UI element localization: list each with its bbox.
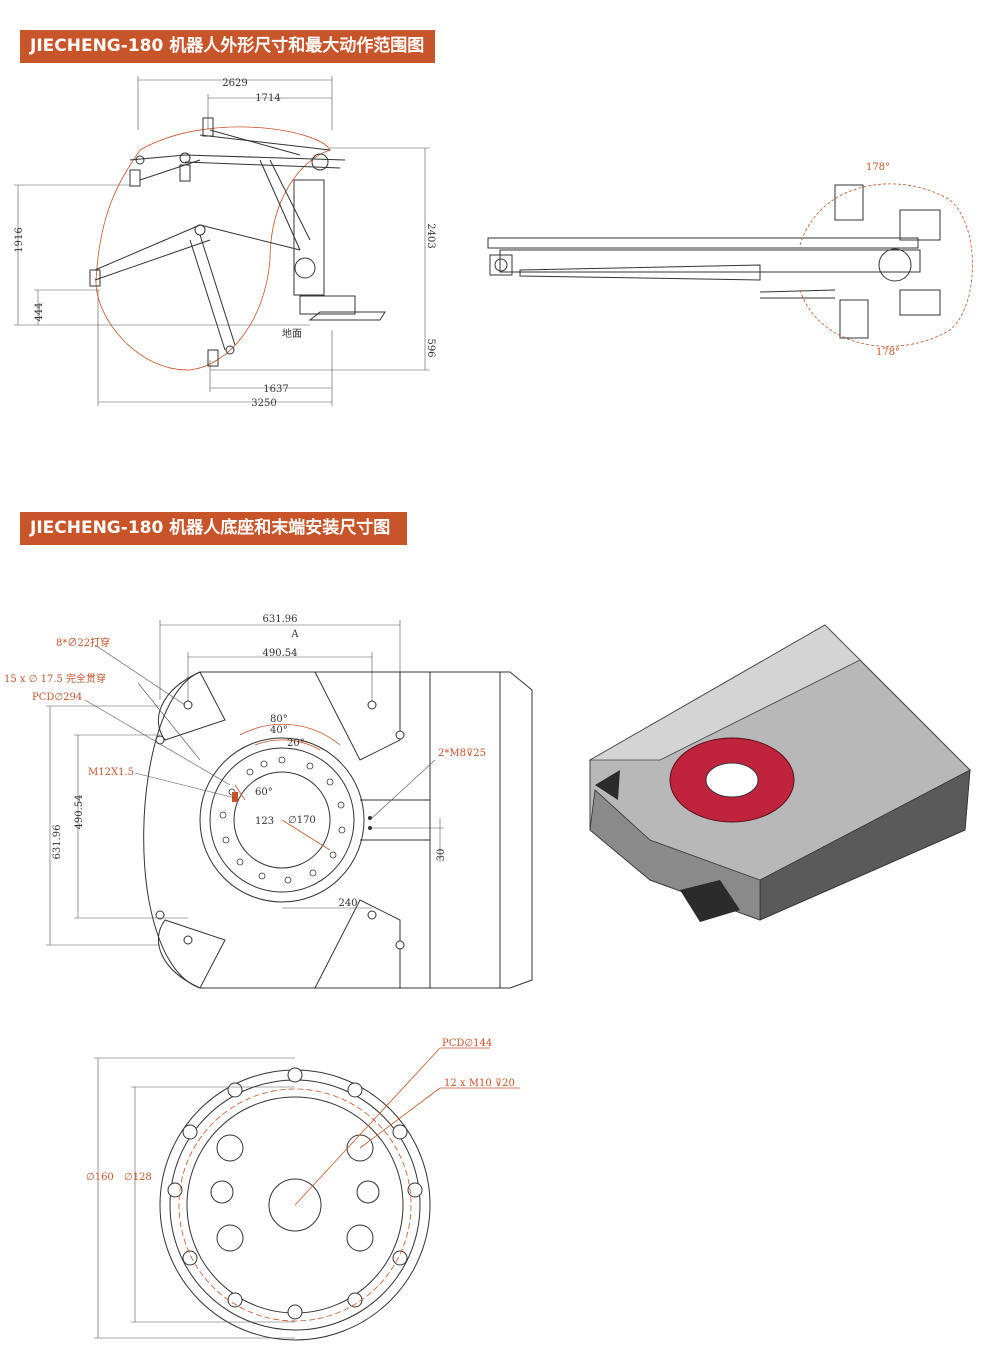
robot-side-view [89, 117, 386, 367]
label-pcd294: PCD∅294 [32, 692, 82, 703]
angle-80: 80° [270, 714, 288, 725]
dim-596: 596 [425, 338, 436, 357]
label-m8: 2*M8⊽25 [438, 748, 486, 759]
label-m12: M12X1.5 [88, 767, 134, 778]
mounting-holes [155, 700, 405, 950]
dim-444: 444 [34, 302, 45, 321]
dim-2629: 2629 [222, 78, 247, 89]
section1-title: JIECHENG-180 机器人外形尺寸和最大动作范围图 [20, 30, 435, 63]
base-outline [143, 671, 533, 989]
dim-1637: 1637 [263, 384, 288, 395]
angle-top: 178° [866, 162, 890, 173]
section2-title: JIECHENG-180 机器人底座和末端安装尺寸图 [20, 512, 407, 545]
dim-170: ∅170 [288, 815, 316, 826]
label-pcd144: PCD∅144 [442, 1038, 492, 1049]
dim-2403: 2403 [425, 223, 436, 248]
dim-1916: 1916 [14, 227, 25, 252]
dim-3250: 3250 [251, 398, 276, 409]
label-holes-22: 8*∅22打穿 [56, 636, 110, 649]
dim-d128: ∅128 [124, 1172, 152, 1183]
dim-d160: ∅160 [86, 1172, 114, 1183]
flange-drawing: PCD∅144 12 x M10 ⊽20 ∅160 ∅128 [86, 1038, 520, 1341]
base-plan-drawing: 631.96 A 490.54 [4, 614, 971, 989]
mark-a: A [290, 629, 299, 640]
dim-631-top: 631.96 [263, 614, 298, 625]
dim-490-top: 490.54 [263, 648, 298, 659]
label-m10: 12 x M10 ⊽20 [444, 1078, 515, 1089]
dim-631-side: 631.96 [52, 825, 63, 860]
angle-60: 60° [255, 787, 273, 798]
dim-30: 30 [436, 849, 447, 862]
dim-490-side: 490.54 [74, 795, 85, 830]
angle-20: 20° [287, 738, 305, 749]
dim-240: 240 [338, 898, 357, 909]
angle-40: 40° [270, 725, 288, 736]
dim-123: 123 [255, 816, 274, 827]
dim-1714: 1714 [255, 93, 280, 104]
robot-range-drawing: 2629 1714 1916 444 2403 596 1637 3250 [14, 76, 973, 409]
flange-bolt-holes [167, 1067, 423, 1320]
angle-bottom: 178° [876, 347, 900, 358]
pcd-holes [219, 756, 346, 884]
label-holes-17: 15 x ∅ 17.5 完全贯穿 [4, 672, 106, 685]
base-3d-render [588, 624, 971, 922]
ground-label: 地面 [282, 327, 302, 340]
robot-top-view [487, 184, 941, 339]
